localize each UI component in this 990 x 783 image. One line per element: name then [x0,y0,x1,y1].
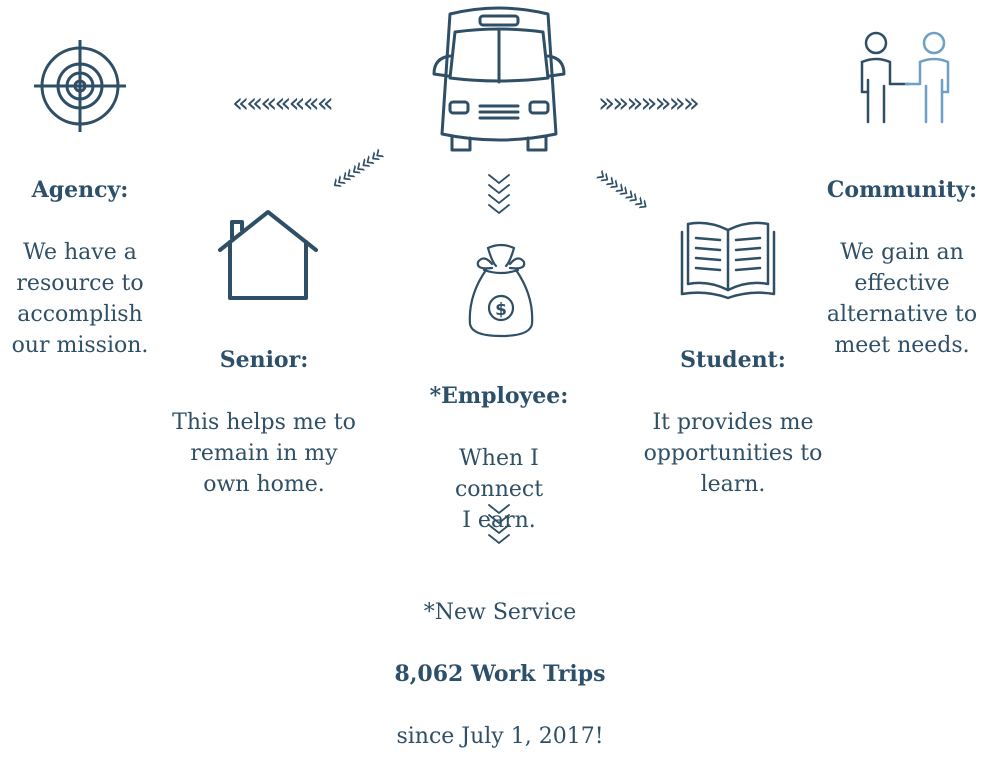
senior-title: Senior: [219,347,309,373]
student-block: Student: It provides me opportunities to… [624,314,842,531]
house-icon [218,210,318,300]
chevron-down-icon [488,174,510,215]
target-icon [34,40,126,132]
footnote-work-trips: 8,062 Work Trips [394,661,606,687]
employee-description: When I connect I earn. [454,446,544,533]
footnote-block: *New Service 8,062 Work Trips since July… [370,566,630,783]
student-title: Student: [680,347,786,373]
arrow-down-right: »»»»» [589,160,654,217]
handshake-people-icon [860,31,950,124]
community-description: We gain an effective alternative to meet… [826,240,978,358]
employee-block: *Employee: When I connect I earn. [414,350,584,567]
arrow-right: »»»»»»» [598,86,700,119]
community-block: Community: We gain an effective alternat… [814,144,990,392]
svg-text:$: $ [495,300,507,320]
community-title: Community: [826,177,978,203]
senior-description: This helps me to remain in my own home. [172,410,356,497]
agency-description: We have a resource to accomplish our mis… [11,240,149,358]
footnote-line3: since July 1, 2017! [396,724,604,749]
bus-icon [432,6,566,152]
footnote-line1: *New Service [423,600,577,625]
open-book-icon [680,221,776,300]
arrow-down-left: ««««« [323,141,388,198]
student-description: It provides me opportunities to learn. [643,410,823,497]
arrow-left: ««««««« [232,86,334,119]
money-bag-icon: $ [468,243,534,338]
agency-title: Agency: [31,177,129,203]
agency-block: Agency: We have a resource to accomplish… [0,144,160,392]
chevron-down-icon [488,504,510,545]
employee-title: *Employee: [429,383,569,409]
senior-block: Senior: This helps me to remain in my ow… [158,314,370,531]
